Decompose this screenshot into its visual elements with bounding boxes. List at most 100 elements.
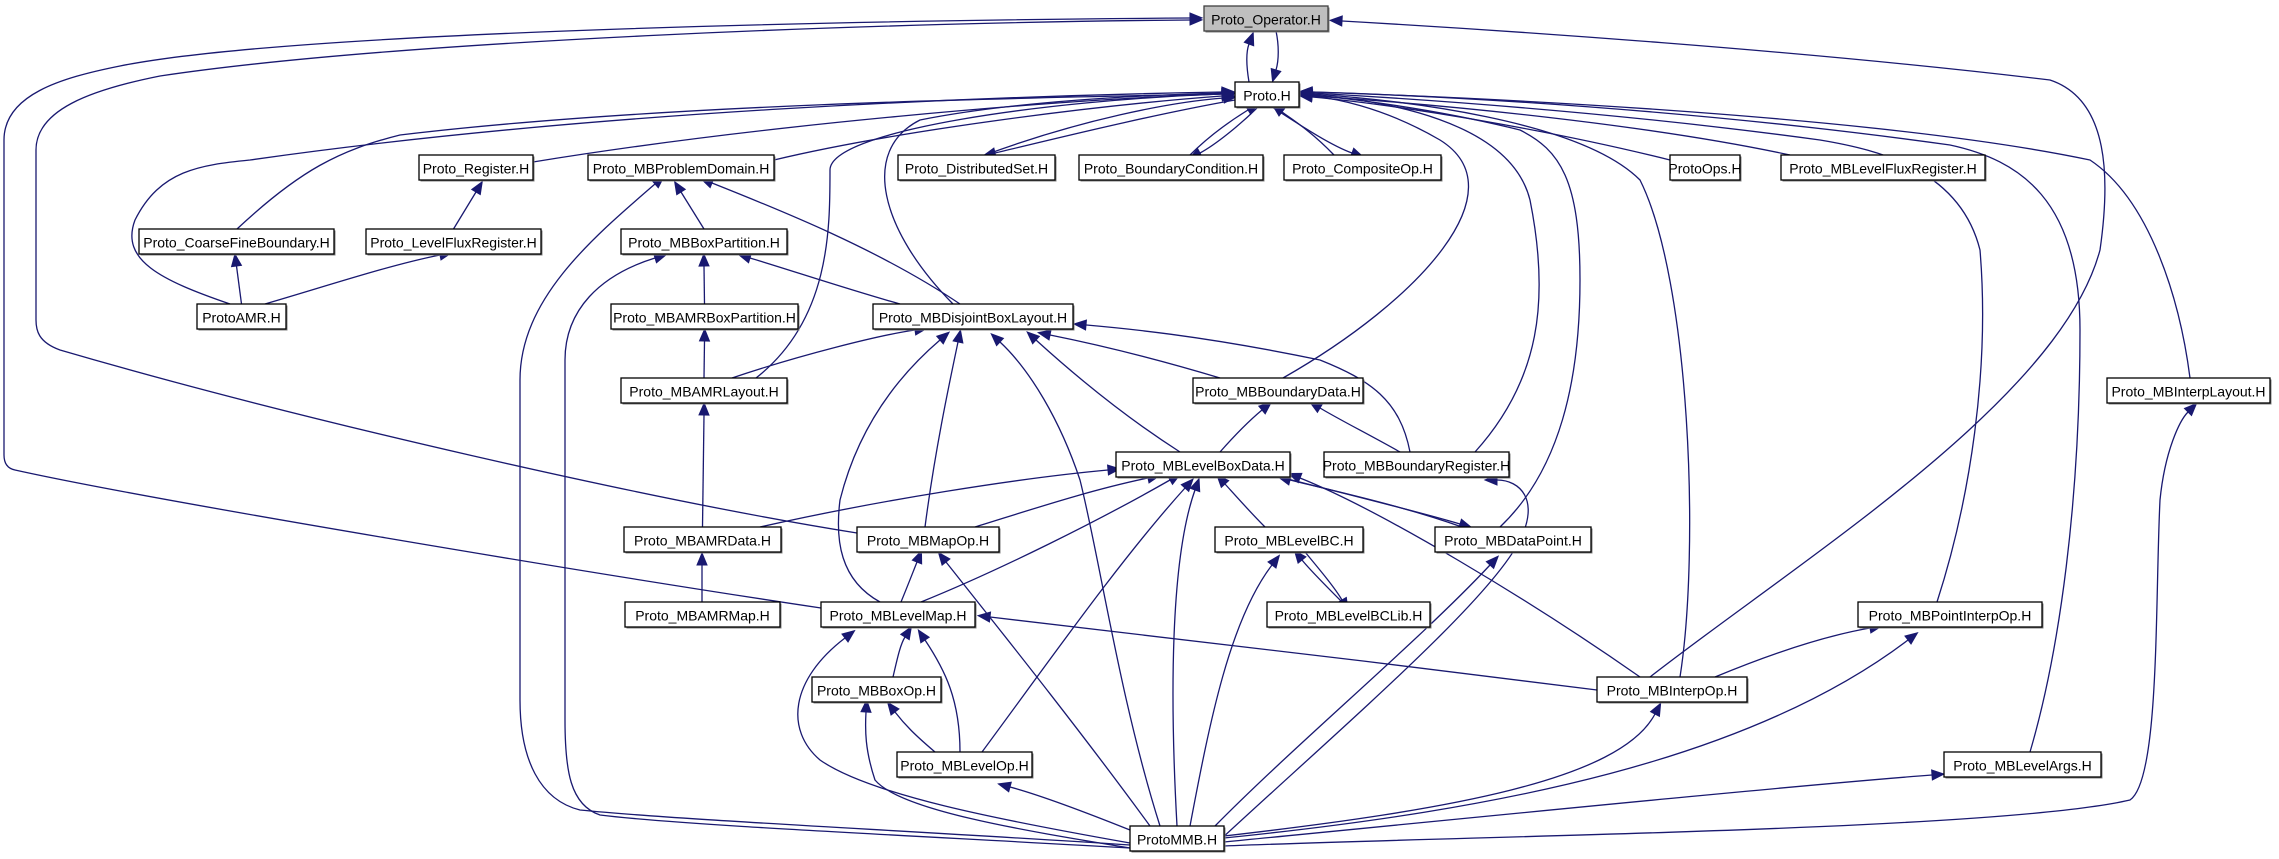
node-box[interactable] bbox=[820, 601, 976, 628]
node-mbboxop[interactable]: Proto_MBBoxOp.H bbox=[811, 676, 943, 704]
node-label: Proto_MBDataPoint.H bbox=[1444, 533, 1582, 549]
arrowhead-icon bbox=[673, 180, 687, 196]
arrowhead-icon bbox=[1243, 31, 1255, 47]
node-box[interactable] bbox=[897, 154, 1056, 181]
node-mbamrmap[interactable]: Proto_MBAMRMap.H bbox=[624, 601, 782, 629]
node-label: Proto_MBLevelMap.H bbox=[830, 608, 967, 624]
node-box[interactable] bbox=[1192, 377, 1364, 404]
node-box[interactable] bbox=[624, 601, 781, 628]
arrowhead-icon bbox=[1931, 769, 1946, 781]
edge-line bbox=[892, 636, 906, 678]
node-operator[interactable]: Proto_Operator.H bbox=[1203, 5, 1330, 33]
node-label: Proto_MBPointInterpOp.H bbox=[1869, 608, 2032, 624]
arrowhead-icon bbox=[841, 629, 856, 643]
node-box[interactable] bbox=[811, 676, 942, 703]
node-mbboundaryregister[interactable]: Proto_MBBoundaryRegister.H bbox=[1323, 451, 1511, 479]
node-mbproblemdomain[interactable]: Proto_MBProblemDomain.H bbox=[587, 154, 776, 182]
edge-line bbox=[1714, 627, 1871, 678]
node-mbboundarydata[interactable]: Proto_MBBoundaryData.H bbox=[1192, 377, 1365, 405]
node-mbdisjointboxlayout[interactable]: Proto_MBDisjointBoxLayout.H bbox=[872, 303, 1075, 331]
node-mbamrboxpartition[interactable]: Proto_MBAMRBoxPartition.H bbox=[610, 303, 800, 331]
node-box[interactable] bbox=[1323, 451, 1510, 478]
node-protoamr[interactable]: ProtoAMR.H bbox=[196, 303, 288, 331]
node-mblevelop[interactable]: Proto_MBLevelOp.H bbox=[896, 751, 1034, 779]
arrowhead-icon bbox=[1904, 631, 1919, 645]
node-mblevelargs[interactable]: Proto_MBLevelArgs.H bbox=[1943, 751, 2103, 779]
node-levelfluxregister[interactable]: Proto_LevelFluxRegister.H bbox=[365, 228, 543, 256]
node-coarsefineboundary[interactable]: Proto_CoarseFineBoundary.H bbox=[138, 228, 336, 256]
edge-protommb-to-mbinterplayout bbox=[1223, 402, 2198, 847]
node-box[interactable] bbox=[2106, 377, 2271, 404]
node-mblevelfluxregister[interactable]: Proto_MBLevelFluxRegister.H bbox=[1780, 154, 1987, 182]
node-mblevelbc[interactable]: Proto_MBLevelBC.H bbox=[1214, 526, 1365, 554]
edge-line bbox=[759, 469, 1109, 528]
node-box[interactable] bbox=[418, 154, 534, 181]
node-label: Proto_MBLevelBC.H bbox=[1224, 533, 1353, 549]
node-boundarycondition[interactable]: Proto_BoundaryCondition.H bbox=[1078, 154, 1265, 182]
node-box[interactable] bbox=[610, 303, 799, 330]
node-mblevelboxdata[interactable]: Proto_MBLevelBoxData.H bbox=[1115, 451, 1292, 479]
node-mbdatapoint[interactable]: Proto_MBDataPoint.H bbox=[1434, 526, 1593, 554]
node-mblevelbclib[interactable]: Proto_MBLevelBCLib.H bbox=[1266, 601, 1432, 629]
node-box[interactable] bbox=[1943, 751, 2102, 778]
node-box[interactable] bbox=[623, 526, 782, 553]
edge-line bbox=[731, 329, 916, 379]
node-box[interactable] bbox=[1434, 526, 1592, 553]
node-proto[interactable]: Proto.H bbox=[1234, 81, 1301, 109]
node-box[interactable] bbox=[587, 154, 775, 181]
node-box[interactable] bbox=[1129, 825, 1225, 852]
edge-line bbox=[35, 19, 1191, 534]
edge-line bbox=[981, 487, 1186, 753]
node-box[interactable] bbox=[1857, 601, 2043, 628]
edge-mbinterpop-to-operator bbox=[1328, 15, 2106, 678]
edge-line bbox=[1311, 91, 2081, 753]
node-box[interactable] bbox=[1234, 81, 1300, 108]
edge-mbboundaryregister-to-mbboundarydata bbox=[1308, 401, 1401, 453]
node-mbboxpartition[interactable]: Proto_MBBoxPartition.H bbox=[620, 228, 789, 256]
arrowhead-icon bbox=[886, 701, 900, 716]
node-mbpointinterpop[interactable]: Proto_MBPointInterpOp.H bbox=[1857, 601, 2044, 629]
node-protommb[interactable]: ProtoMMB.H bbox=[1129, 825, 1226, 853]
node-box[interactable] bbox=[138, 228, 335, 255]
node-mbamrdata[interactable]: Proto_MBAMRData.H bbox=[623, 526, 783, 554]
node-box[interactable] bbox=[1214, 526, 1364, 553]
node-box[interactable] bbox=[1203, 5, 1329, 32]
node-box[interactable] bbox=[1115, 451, 1291, 478]
node-box[interactable] bbox=[620, 377, 788, 404]
node-register[interactable]: Proto_Register.H bbox=[418, 154, 535, 182]
node-compositeop[interactable]: Proto_CompositeOp.H bbox=[1283, 154, 1443, 182]
edge-proto-to-boundarycondition bbox=[1188, 106, 1259, 160]
node-box[interactable] bbox=[872, 303, 1074, 330]
edge-mbproblemdomain-to-proto bbox=[773, 90, 1236, 161]
node-mbinterplayout[interactable]: Proto_MBInterpLayout.H bbox=[2106, 377, 2272, 405]
node-box[interactable] bbox=[1669, 154, 1741, 181]
node-mbmapop[interactable]: Proto_MBMapOp.H bbox=[856, 526, 1001, 554]
arrowhead-icon bbox=[952, 328, 964, 344]
node-box[interactable] bbox=[365, 228, 542, 255]
node-box[interactable] bbox=[856, 526, 1000, 553]
node-box[interactable] bbox=[1266, 601, 1431, 628]
edge-line bbox=[519, 183, 1131, 846]
edge-line bbox=[1311, 95, 1791, 156]
node-label: Proto_MBLevelBCLib.H bbox=[1275, 608, 1423, 624]
node-box[interactable] bbox=[1780, 154, 1986, 181]
node-box[interactable] bbox=[1283, 154, 1442, 181]
node-distributedset[interactable]: Proto_DistributedSet.H bbox=[897, 154, 1057, 182]
edge-protoamr-to-coarsefineboundary bbox=[230, 252, 243, 305]
edge-line bbox=[452, 191, 477, 230]
node-box[interactable] bbox=[196, 303, 287, 330]
node-mblevelmap[interactable]: Proto_MBLevelMap.H bbox=[820, 601, 977, 629]
edge-line bbox=[884, 92, 1223, 305]
node-mbamrlayout[interactable]: Proto_MBAMRLayout.H bbox=[620, 377, 789, 405]
arrowhead-icon bbox=[696, 551, 708, 566]
node-box[interactable] bbox=[1596, 676, 1748, 703]
node-box[interactable] bbox=[620, 228, 788, 255]
node-mbinterpop[interactable]: Proto_MBInterpOp.H bbox=[1596, 676, 1749, 704]
node-box[interactable] bbox=[1078, 154, 1264, 181]
node-box[interactable] bbox=[896, 751, 1033, 778]
edge-mbinterpop-to-mblevelmap bbox=[976, 611, 1598, 691]
edge-line bbox=[1035, 339, 1181, 453]
edge-mbinterpop-to-mblevelboxdata bbox=[1287, 472, 1641, 678]
edge-line bbox=[235, 265, 243, 305]
node-protoops[interactable]: ProtoOps.H bbox=[1668, 154, 1742, 182]
